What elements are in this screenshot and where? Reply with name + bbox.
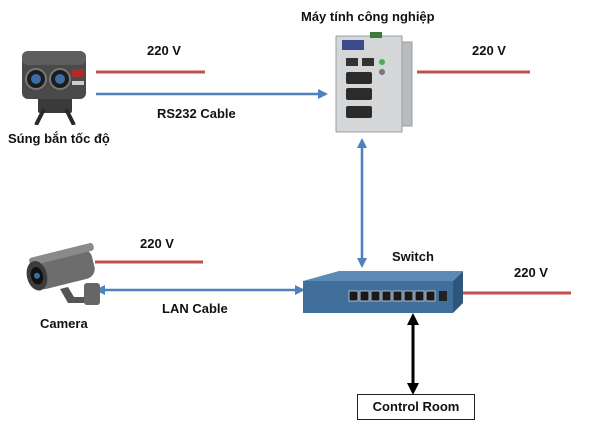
ethernet-port — [426, 291, 435, 301]
speed-radar-label: Súng bắn tốc độ — [8, 131, 110, 146]
speed-radar-gun-icon — [14, 47, 94, 125]
radar-power-label: 220 V — [147, 43, 181, 58]
ethernet-port — [371, 291, 380, 301]
ipc-power-label: 220 V — [472, 43, 506, 58]
camera-label: Camera — [40, 316, 88, 331]
network-switch-icon — [303, 271, 463, 315]
rs232-cable-label: RS232 Cable — [157, 106, 236, 121]
lan-cable-label: LAN Cable — [162, 301, 228, 316]
ethernet-port — [415, 291, 424, 301]
security-camera-icon — [20, 243, 104, 309]
ethernet-port — [382, 291, 391, 301]
ethernet-port — [393, 291, 402, 301]
ethernet-port — [360, 291, 369, 301]
switch-power-label: 220 V — [514, 265, 548, 280]
ethernet-port — [404, 291, 413, 301]
switch-label: Switch — [392, 249, 434, 264]
camera-power-label: 220 V — [140, 236, 174, 251]
industrial-pc-title: Máy tính công nghiệp — [301, 9, 435, 24]
industrial-pc-icon — [330, 30, 416, 134]
ethernet-port — [349, 291, 358, 301]
control-room-box: Control Room — [357, 394, 475, 420]
